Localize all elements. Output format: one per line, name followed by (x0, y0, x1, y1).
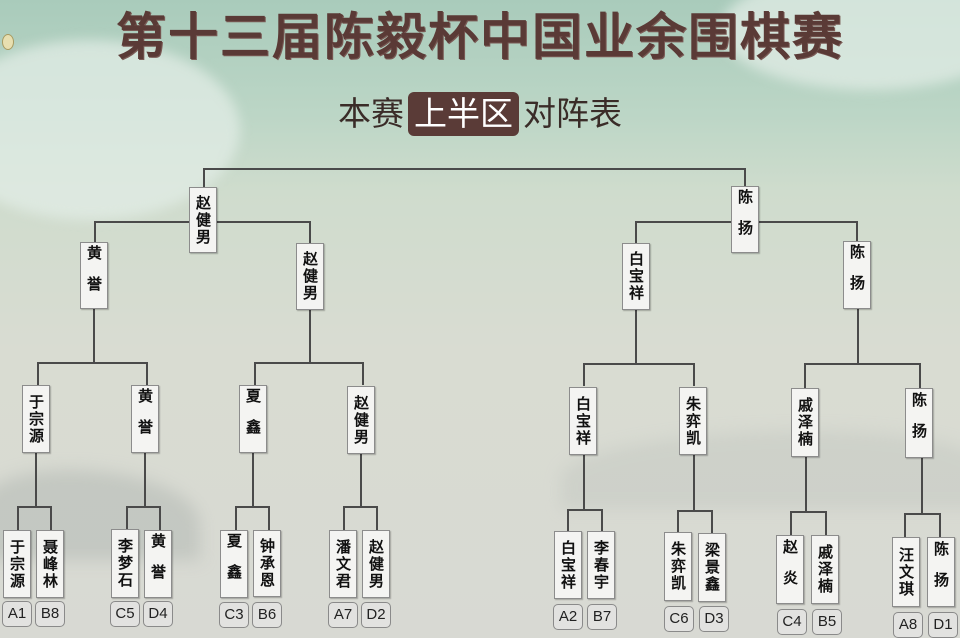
round16-box: 陈扬 (905, 388, 933, 458)
subtitle-prefix: 本赛 (338, 94, 404, 133)
seed-tag: A1 (2, 601, 32, 627)
entrant-box: 于宗源 (3, 530, 31, 598)
entrant-box: 李春宇 (587, 531, 615, 599)
player-name: 李梦石 (116, 538, 134, 589)
player-name: 于宗源 (8, 538, 26, 590)
player-name: 陈扬 (932, 541, 950, 603)
entrant-box: 赵健男 (362, 530, 390, 598)
round16-box: 夏鑫 (239, 385, 267, 453)
entrant-box: 聂峰林 (36, 530, 64, 598)
player-name: 夏鑫 (225, 533, 243, 595)
player-name: 赵健男 (352, 394, 370, 446)
seed-tag: D4 (143, 601, 173, 627)
player-name: 白宝祥 (574, 395, 592, 447)
seed-tag: B7 (587, 604, 617, 630)
round16-box: 于宗源 (22, 385, 50, 453)
semifinal-left-box: 赵健男 (189, 187, 217, 253)
seed-tag: B8 (35, 601, 65, 627)
entrant-box: 白宝祥 (554, 531, 582, 599)
player-name: 梁景鑫 (703, 542, 721, 593)
seed-tag: B5 (812, 609, 842, 635)
round16-box: 戚泽楠 (791, 388, 819, 457)
subtitle-highlight: 上半区 (408, 92, 519, 136)
player-name: 白宝祥 (559, 539, 577, 591)
player-name: 陈扬 (848, 244, 866, 306)
seed-tag: D3 (699, 606, 729, 632)
entrant-box: 夏鑫 (220, 530, 248, 598)
seed-tag: B6 (252, 602, 282, 628)
player-name: 陈扬 (736, 188, 754, 251)
player-name: 李春宇 (592, 539, 610, 591)
seed-tag: D2 (361, 602, 391, 628)
round16-box: 朱弈凯 (679, 387, 707, 455)
player-name: 黄誉 (136, 388, 154, 450)
player-name: 赵健男 (194, 194, 212, 246)
player-name: 黄誉 (149, 533, 167, 595)
page-title: 第十三届陈毅杯中国业余围棋赛 (116, 8, 844, 66)
sprout-icon (2, 34, 14, 50)
round16-box: 赵健男 (347, 386, 375, 454)
player-name: 戚泽楠 (816, 544, 834, 595)
player-name: 赵健男 (301, 251, 319, 302)
seed-tag: C4 (777, 609, 807, 635)
quarterfinal-box: 白宝祥 (622, 243, 650, 310)
entrant-box: 陈扬 (927, 537, 955, 607)
entrant-box: 赵炎 (776, 535, 804, 604)
seed-tag: D1 (928, 612, 958, 638)
player-name: 黄誉 (85, 244, 103, 307)
entrant-box: 李梦石 (111, 529, 139, 598)
seed-tag: A2 (553, 604, 583, 630)
quarterfinal-box: 黄誉 (80, 242, 108, 309)
semifinal-right-box: 陈扬 (731, 186, 759, 253)
subtitle-suffix: 对阵表 (523, 94, 622, 133)
player-name: 钟承恩 (258, 538, 276, 589)
entrant-box: 潘文君 (329, 530, 357, 598)
round16-box: 黄誉 (131, 385, 159, 453)
player-name: 聂峰林 (41, 538, 59, 590)
player-name: 赵健男 (367, 538, 385, 590)
quarterfinal-box: 赵健男 (296, 243, 324, 310)
page-subtitle: 本赛上半区对阵表 (0, 92, 960, 136)
seed-tag: A8 (893, 612, 923, 638)
player-name: 赵炎 (781, 538, 799, 601)
entrant-box: 钟承恩 (253, 530, 281, 597)
entrant-box: 朱弈凯 (664, 532, 692, 601)
quarterfinal-box: 陈扬 (843, 241, 871, 309)
player-name: 汪文琪 (897, 546, 915, 598)
mountain-decoration (560, 430, 960, 510)
seed-tag: C5 (110, 601, 140, 627)
player-name: 于宗源 (27, 393, 45, 445)
round16-box: 白宝祥 (569, 387, 597, 455)
entrant-box: 黄誉 (144, 530, 172, 598)
entrant-box: 戚泽楠 (811, 535, 839, 604)
player-name: 朱弈凯 (669, 541, 687, 592)
player-name: 陈扬 (910, 392, 928, 454)
player-name: 夏鑫 (244, 388, 262, 450)
player-name: 戚泽楠 (796, 397, 814, 448)
player-name: 潘文君 (334, 538, 352, 590)
seed-tag: C6 (664, 606, 694, 632)
entrant-box: 梁景鑫 (698, 533, 726, 602)
player-name: 朱弈凯 (684, 395, 702, 447)
entrant-box: 汪文琪 (892, 537, 920, 607)
seed-tag: A7 (328, 602, 358, 628)
seed-tag: C3 (219, 602, 249, 628)
player-name: 白宝祥 (627, 251, 645, 302)
